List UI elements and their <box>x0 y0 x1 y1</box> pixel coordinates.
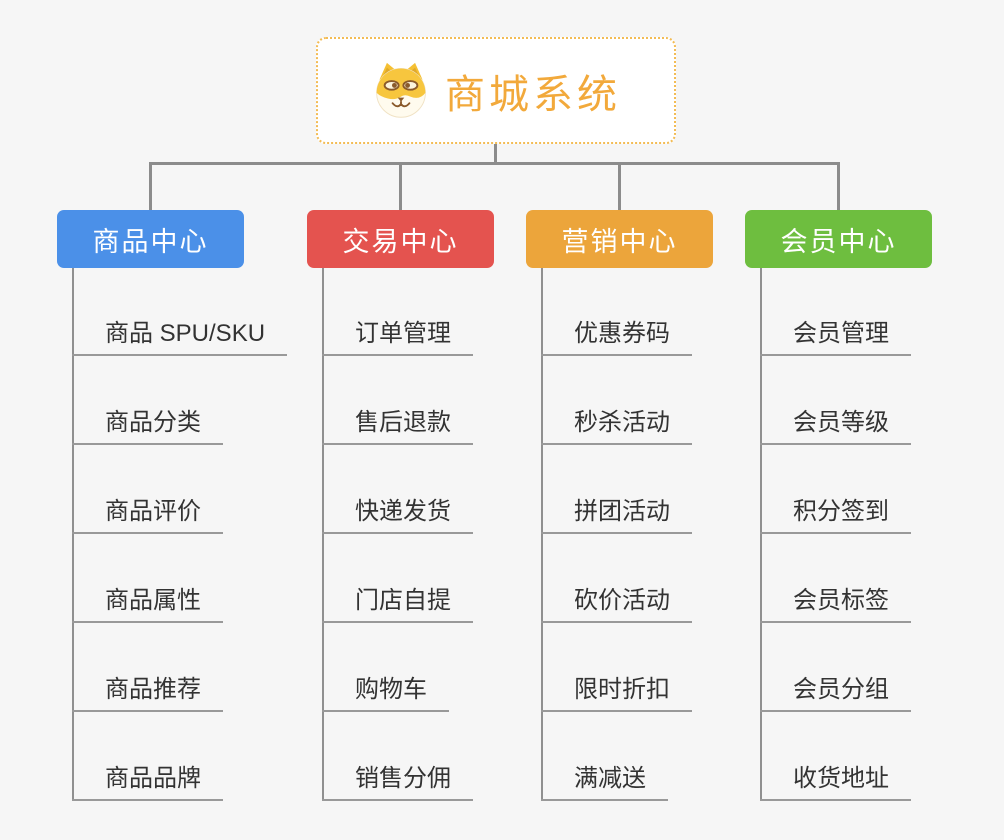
node-item-product-category[interactable]: 商品分类 <box>72 409 223 445</box>
node-item-member-group[interactable]: 会员分组 <box>760 676 911 712</box>
node-item-sales-commission[interactable]: 销售分佣 <box>322 765 473 801</box>
connector-drop-marketing-center <box>618 162 621 210</box>
node-item-points-checkin[interactable]: 积分签到 <box>760 498 911 534</box>
node-item-group-buy[interactable]: 拼团活动 <box>541 498 692 534</box>
node-item-limited-time-discount[interactable]: 限时折扣 <box>541 676 692 712</box>
branch-label: 营销中心 <box>561 226 678 257</box>
node-item-flash-sale[interactable]: 秒杀活动 <box>541 409 692 445</box>
node-item-spend-and-save[interactable]: 满减送 <box>541 765 668 801</box>
child-connector-member-center <box>760 268 762 801</box>
node-item-product-review[interactable]: 商品评价 <box>72 498 223 534</box>
connector-drop-trade-center <box>399 162 402 210</box>
node-item-member-tag[interactable]: 会员标签 <box>760 587 911 623</box>
child-connector-product-center <box>72 268 74 801</box>
node-item-shipping-address[interactable]: 收货地址 <box>760 765 911 801</box>
connector-root-stem <box>494 143 497 164</box>
branch-label: 交易中心 <box>342 226 459 257</box>
root-node[interactable]: 商城系统 <box>316 37 676 144</box>
node-item-order-management[interactable]: 订单管理 <box>322 320 473 356</box>
node-item-product-attribute[interactable]: 商品属性 <box>72 587 223 623</box>
branch-node-product-center[interactable]: 商品中心 <box>57 210 244 268</box>
node-item-product-spu-sku[interactable]: 商品 SPU/SKU <box>72 320 288 356</box>
node-item-express-delivery[interactable]: 快递发货 <box>322 498 473 534</box>
node-item-bargain-activity[interactable]: 砍价活动 <box>541 587 692 623</box>
node-item-coupon-code[interactable]: 优惠券码 <box>541 320 692 356</box>
branch-node-trade-center[interactable]: 交易中心 <box>307 210 494 268</box>
node-item-product-brand[interactable]: 商品品牌 <box>72 765 223 801</box>
branch-node-member-center[interactable]: 会员中心 <box>745 210 932 268</box>
node-item-member-level[interactable]: 会员等级 <box>760 409 911 445</box>
root-title: 商城系统 <box>445 72 621 117</box>
node-item-after-sale-refund[interactable]: 售后退款 <box>322 409 473 445</box>
connector-drop-member-center <box>837 162 840 210</box>
branch-node-marketing-center[interactable]: 营销中心 <box>526 210 713 268</box>
child-connector-trade-center <box>322 268 324 801</box>
node-item-product-recommend[interactable]: 商品推荐 <box>72 676 223 712</box>
node-item-store-pickup[interactable]: 门店自提 <box>322 587 473 623</box>
node-item-member-management[interactable]: 会员管理 <box>760 320 911 356</box>
connector-branch-bus <box>149 162 840 165</box>
dog-face-icon <box>376 62 426 118</box>
connector-drop-product-center <box>149 162 152 210</box>
node-item-shopping-cart[interactable]: 购物车 <box>322 676 449 712</box>
branch-label: 会员中心 <box>780 226 897 257</box>
child-connector-marketing-center <box>541 268 543 801</box>
branch-label: 商品中心 <box>92 226 209 257</box>
